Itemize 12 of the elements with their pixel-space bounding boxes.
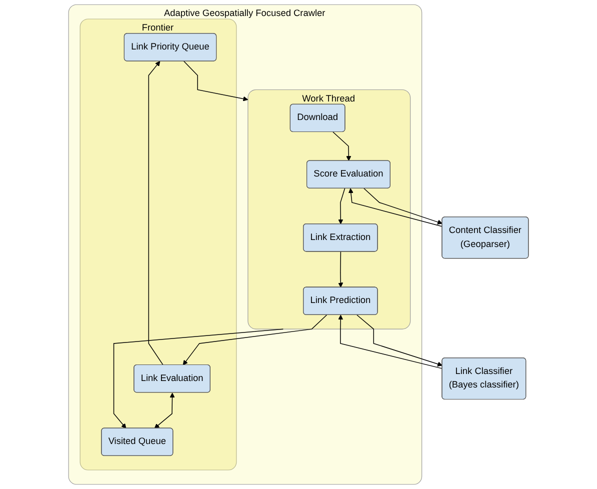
arrow [154,392,175,429]
arrow [338,188,346,224]
arrow [113,328,284,429]
arrow [348,188,443,227]
arrow [356,314,442,366]
arrow [338,251,344,288]
arrow [364,188,442,224]
arrow [332,132,352,162]
arrow [183,60,248,102]
arrow [148,61,164,366]
arrow [338,314,443,369]
arrow [182,314,328,366]
